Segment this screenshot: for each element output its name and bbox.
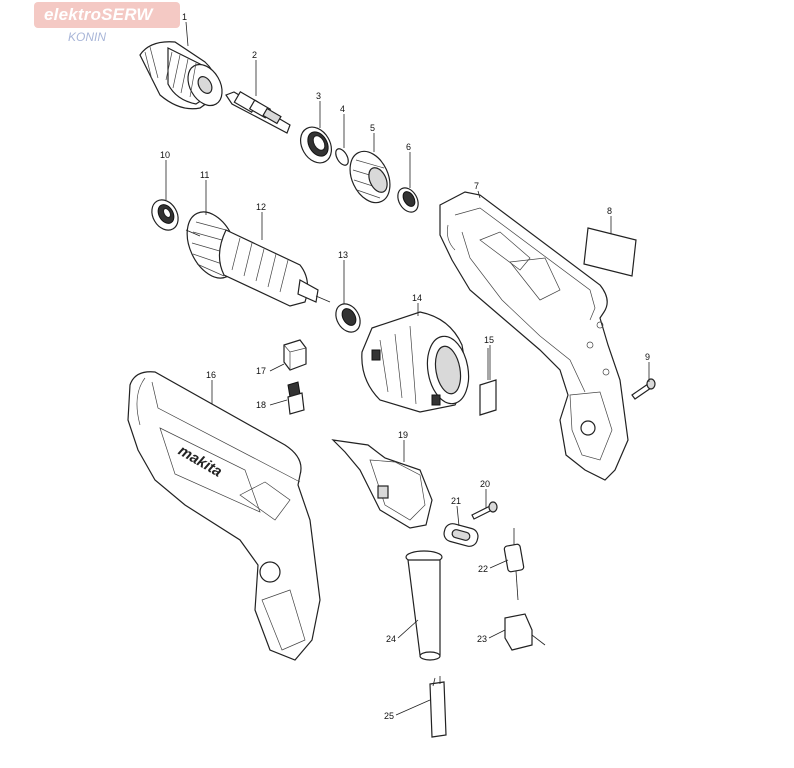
label-part-10: 10 (160, 150, 170, 160)
label-part-22: 22 (478, 564, 488, 574)
part-19-switch (331, 439, 433, 529)
part-18-carbon-brush (287, 381, 305, 415)
label-part-7: 7 (474, 181, 479, 191)
part-16-housing: makita (127, 371, 321, 661)
part-15-insulator (479, 348, 497, 416)
part-labels: 1 2 3 4 5 6 7 8 9 10 11 12 13 14 15 16 1… (160, 12, 650, 721)
part-5-gear (349, 150, 391, 204)
label-part-3: 3 (316, 91, 321, 101)
part-14-field-stator (361, 311, 470, 413)
part-25-power-cord (429, 676, 447, 738)
label-part-5: 5 (370, 123, 375, 133)
part-22-capacitor (503, 528, 525, 601)
part-23-suppressor (504, 613, 546, 651)
label-part-8: 8 (607, 206, 612, 216)
part-3-bearing (299, 126, 333, 164)
label-part-20: 20 (480, 479, 490, 489)
watermark-logo: elektroSERW (34, 2, 180, 28)
watermark-city: KONIN (68, 30, 107, 44)
label-part-21: 21 (451, 496, 461, 506)
label-part-19: 19 (398, 430, 408, 440)
part-10-bearing (151, 199, 179, 231)
part-9-screw (631, 378, 656, 400)
label-part-23: 23 (477, 634, 487, 644)
label-part-11: 11 (200, 170, 209, 180)
label-part-12: 12 (256, 202, 266, 212)
part-1-chuck (139, 41, 223, 110)
label-part-16: 16 (206, 370, 216, 380)
label-part-15: 15 (484, 335, 494, 345)
label-part-13: 13 (338, 250, 348, 260)
label-part-2: 2 (252, 50, 257, 60)
watermark-brand: elektroSERW (44, 5, 153, 24)
label-part-14: 14 (412, 293, 422, 303)
label-part-9: 9 (645, 352, 650, 362)
leader-lines (165, 21, 650, 716)
part-13-bearing (335, 303, 361, 333)
label-part-1: 1 (182, 12, 187, 22)
part-17-brush-cap (283, 339, 307, 371)
part-21-cord-clamp (443, 523, 479, 547)
label-part-17: 17 (256, 366, 266, 376)
label-part-18: 18 (256, 400, 266, 410)
label-part-6: 6 (406, 142, 411, 152)
part-20-screw (471, 501, 498, 520)
label-part-25: 25 (384, 711, 394, 721)
part-12-armature (218, 229, 331, 307)
label-part-24: 24 (386, 634, 396, 644)
part-7-housing-half (439, 191, 629, 481)
part-8-label-plate (583, 227, 637, 277)
part-6-bearing (397, 187, 419, 213)
part-2-spindle (225, 90, 291, 134)
part-4-retaining-ring (335, 148, 349, 166)
label-part-4: 4 (340, 104, 345, 114)
part-24-cord-guard (405, 550, 443, 661)
